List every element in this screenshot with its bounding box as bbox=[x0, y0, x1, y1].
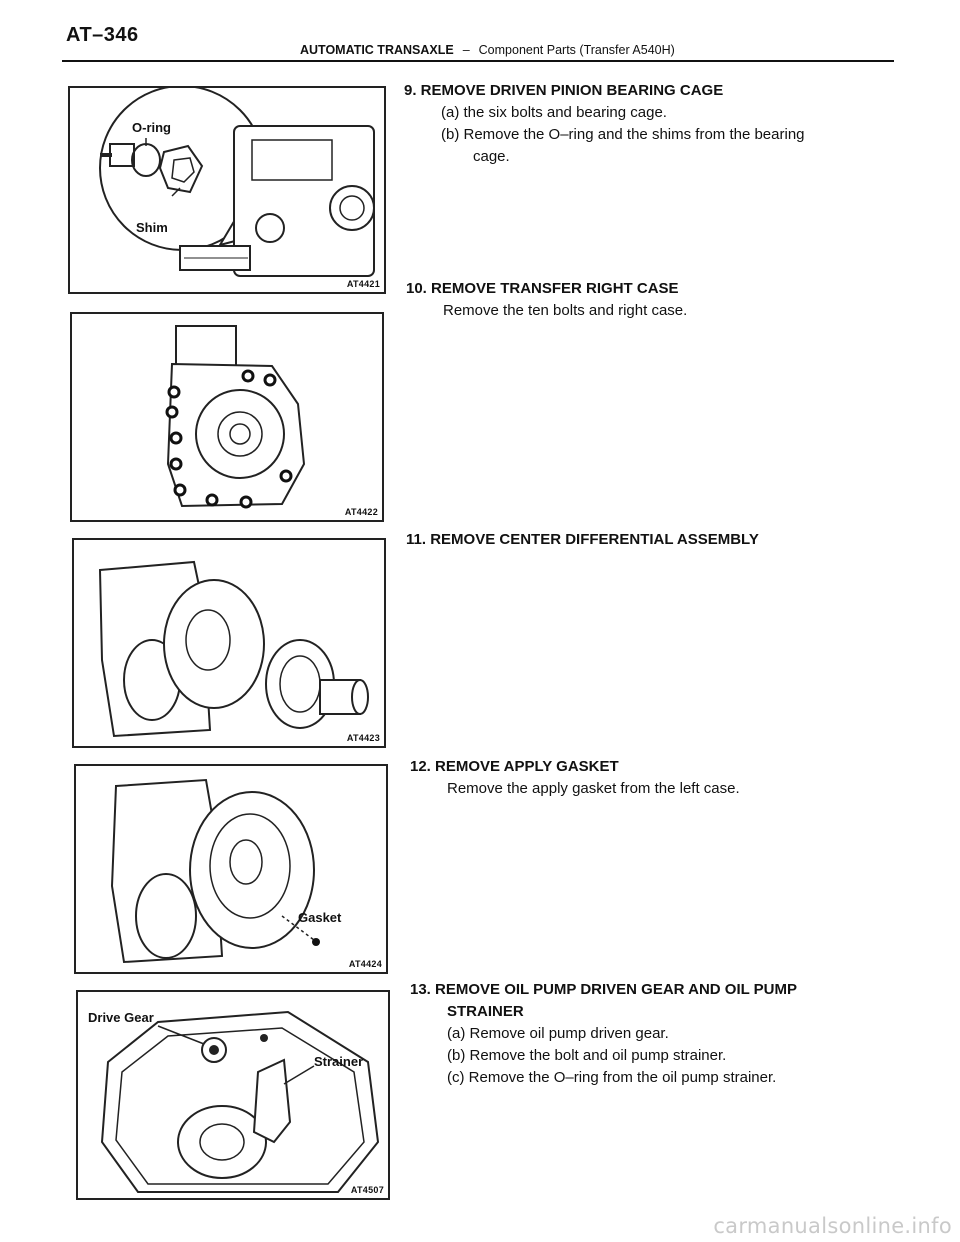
step-title-continued: STRAINER bbox=[447, 1003, 524, 1020]
drive-gear-callout: Drive Gear bbox=[88, 1010, 154, 1025]
step-line: Remove the apply gasket from the left ca… bbox=[447, 780, 740, 797]
step-title: 13. REMOVE OIL PUMP DRIVEN GEAR AND OIL … bbox=[410, 981, 798, 998]
figure-apply-gasket: Gasket AT4424 bbox=[74, 764, 388, 974]
bearing-cage-illustration bbox=[99, 88, 375, 277]
section-title: AUTOMATIC TRANSAXLE bbox=[300, 43, 454, 57]
right-case-illustration bbox=[165, 325, 306, 509]
step-12: 12. REMOVE APPLY GASKET Remove the apply… bbox=[410, 756, 930, 800]
step-13: 13. REMOVE OIL PUMP DRIVEN GEAR AND OIL … bbox=[410, 979, 930, 1089]
oil-pump-illustration bbox=[100, 1010, 380, 1193]
step-11: 11. REMOVE CENTER DIFFERENTIAL ASSEMBLY bbox=[406, 529, 926, 551]
figure-bearing-cage: O-ring Shim AT4421 bbox=[68, 86, 386, 294]
subsection-title: Component Parts (Transfer A540H) bbox=[478, 43, 675, 57]
step-9: 9. REMOVE DRIVEN PINION BEARING CAGE (a)… bbox=[404, 80, 924, 168]
step-line: (b) Remove the O–ring and the shims from… bbox=[441, 126, 805, 143]
step-line: (a) the six bolts and bearing cage. bbox=[441, 104, 667, 121]
figure-code: AT4424 bbox=[348, 959, 382, 969]
figure-right-case: AT4422 bbox=[70, 312, 384, 522]
header-separator: – bbox=[462, 43, 470, 57]
figure-oil-pump: Drive Gear Strainer AT4507 bbox=[76, 990, 390, 1200]
strainer-callout: Strainer bbox=[314, 1054, 364, 1069]
step-line: (b) Remove the bolt and oil pump straine… bbox=[447, 1047, 727, 1064]
shim-callout: Shim bbox=[136, 220, 168, 235]
step-line: (c) Remove the O–ring from the oil pump … bbox=[447, 1069, 777, 1086]
step-line: (a) Remove oil pump driven gear. bbox=[447, 1025, 669, 1042]
step-line: cage. bbox=[473, 148, 510, 165]
gasket-callout: Gasket bbox=[298, 910, 342, 925]
step-title: 11. REMOVE CENTER DIFFERENTIAL ASSEMBLY bbox=[406, 531, 759, 548]
o-ring-callout: O-ring bbox=[132, 120, 171, 135]
step-line: Remove the ten bolts and right case. bbox=[443, 302, 688, 319]
figure-code: AT4422 bbox=[344, 507, 378, 517]
center-differential-illustration bbox=[98, 560, 369, 738]
header-rule bbox=[62, 60, 894, 62]
watermark: carmanualsonline.info bbox=[713, 1214, 952, 1238]
step-title: 10. REMOVE TRANSFER RIGHT CASE bbox=[406, 280, 679, 297]
step-title: 12. REMOVE APPLY GASKET bbox=[410, 758, 619, 775]
figure-code: AT4423 bbox=[346, 733, 380, 743]
figure-code: AT4421 bbox=[346, 279, 380, 289]
running-header: AUTOMATIC TRANSAXLE–Component Parts (Tra… bbox=[300, 43, 675, 57]
step-10: 10. REMOVE TRANSFER RIGHT CASE Remove th… bbox=[406, 278, 926, 322]
page-number: AT–346 bbox=[66, 24, 139, 46]
apply-gasket-illustration bbox=[110, 778, 320, 964]
step-title: 9. REMOVE DRIVEN PINION BEARING CAGE bbox=[404, 82, 724, 99]
figure-code: AT4507 bbox=[350, 1185, 384, 1195]
figure-center-differential: AT4423 bbox=[72, 538, 386, 748]
